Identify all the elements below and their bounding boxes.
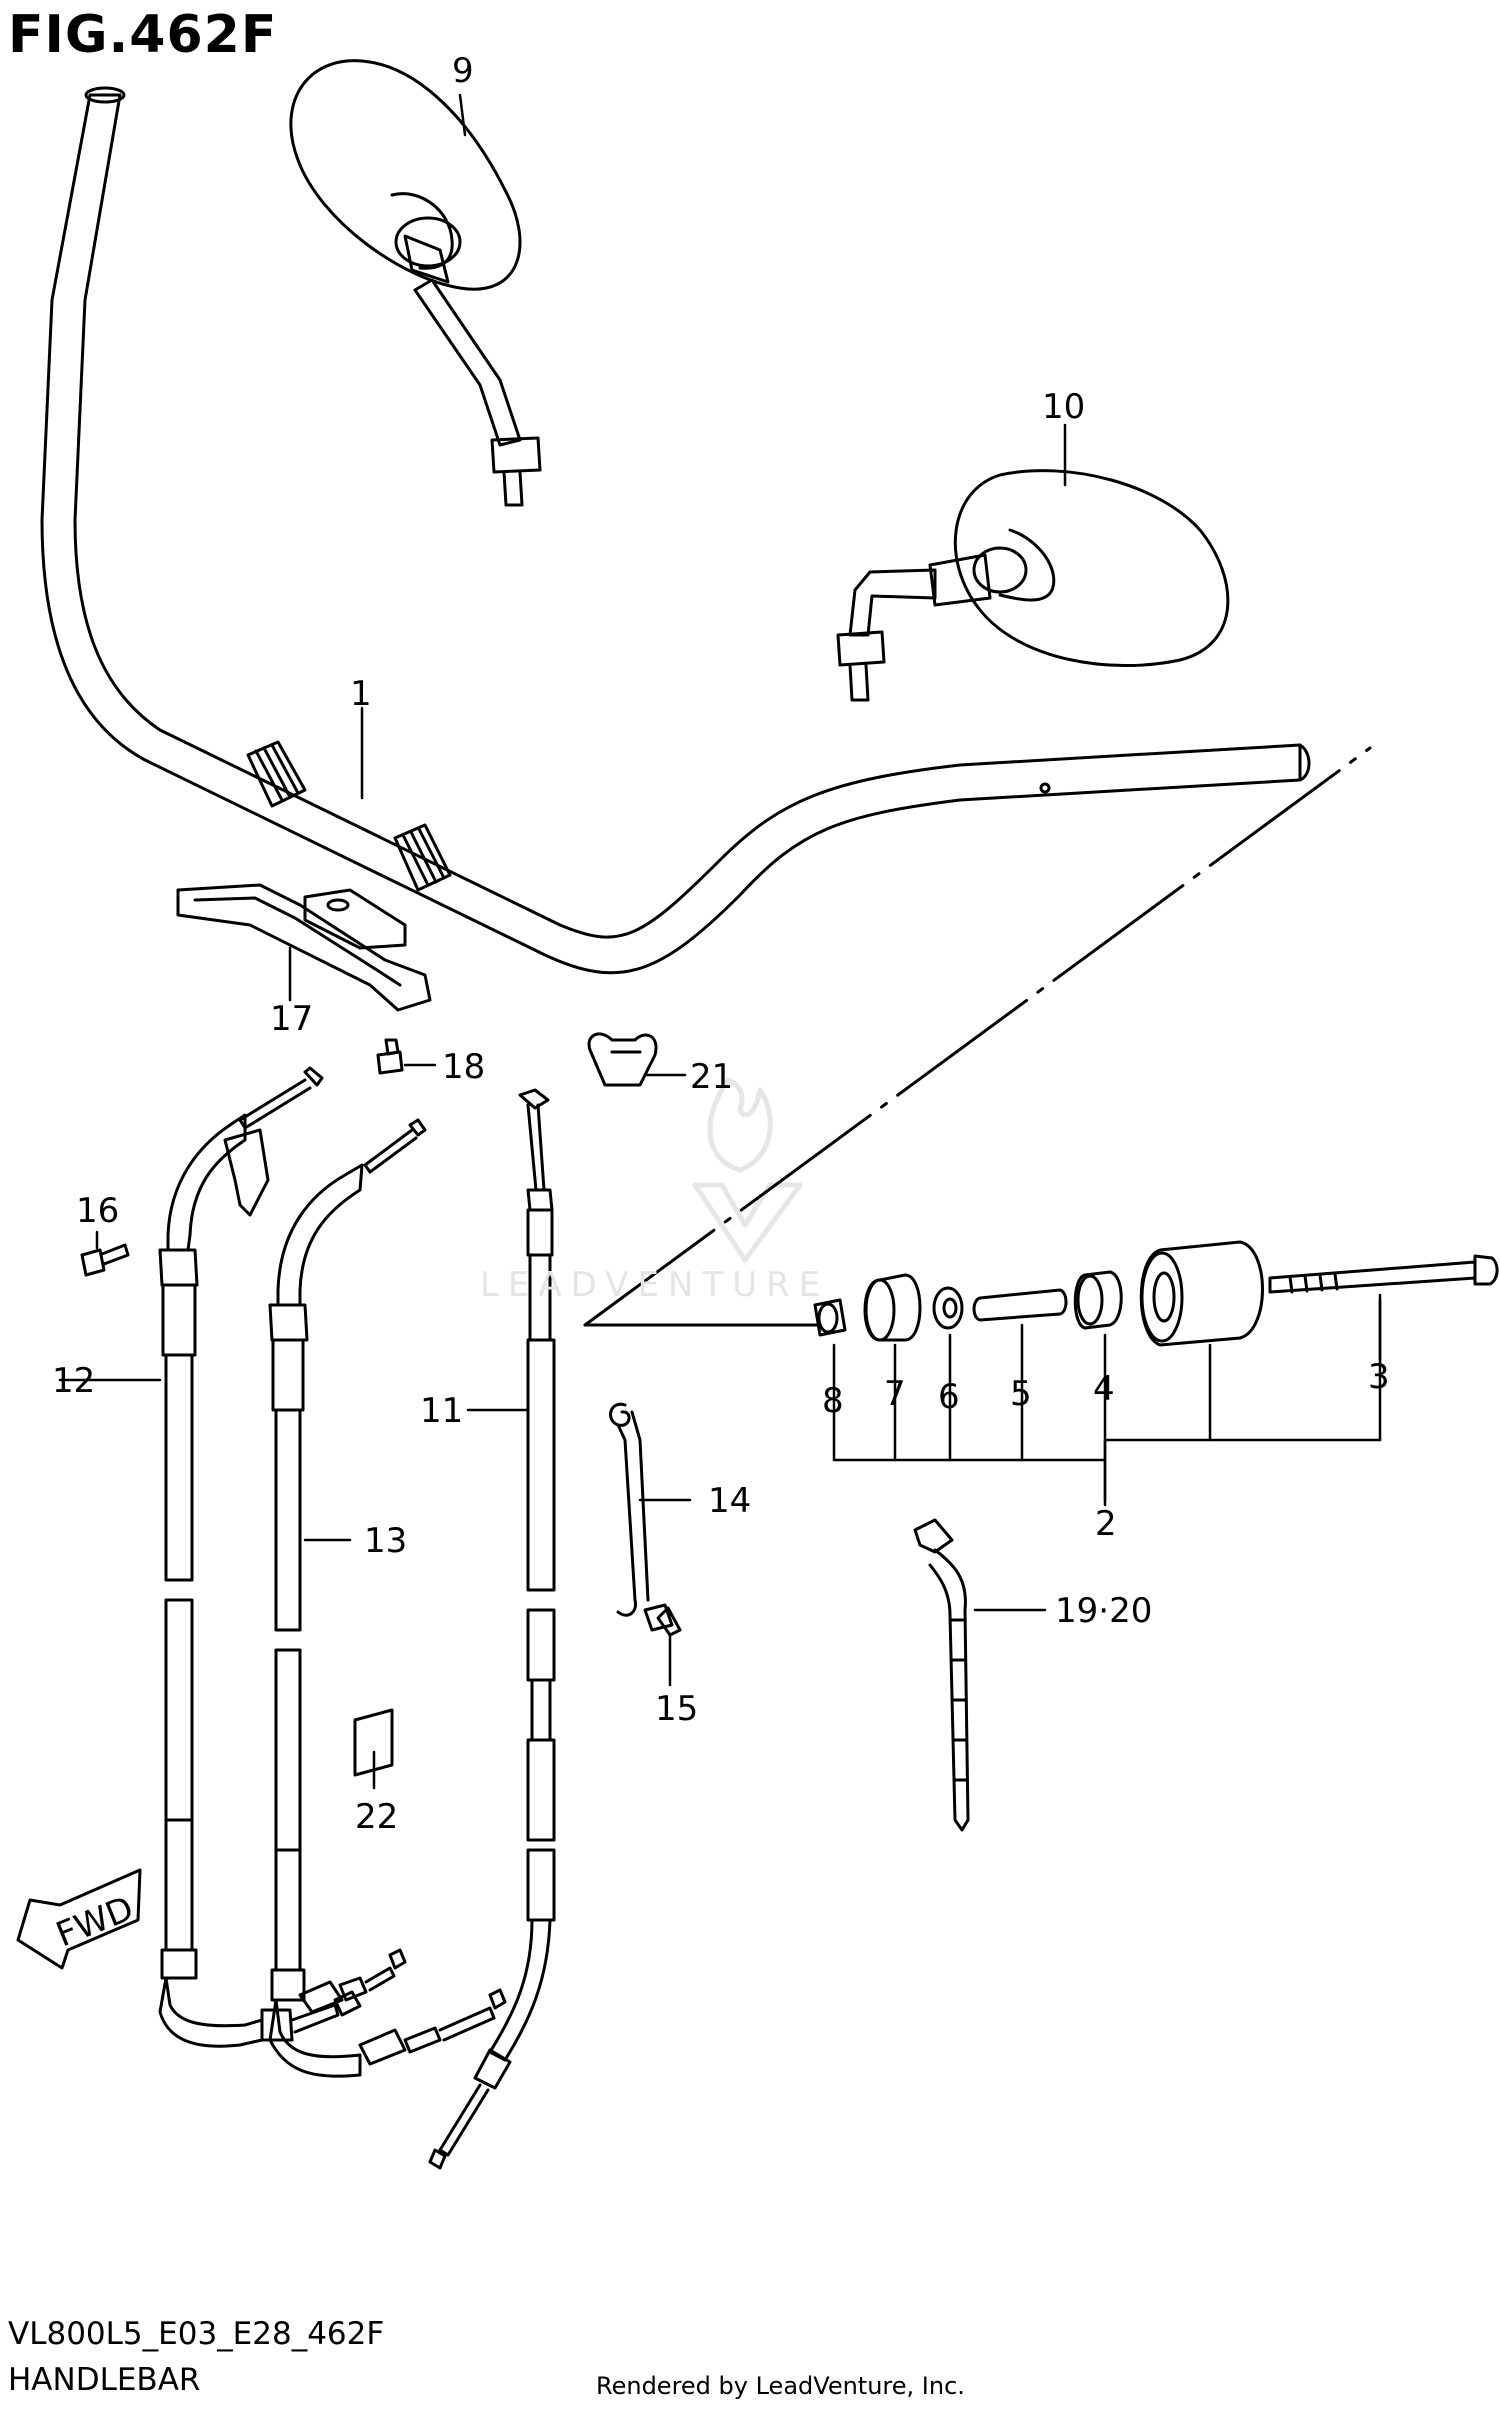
grip-band-right bbox=[393, 823, 452, 892]
callout-15: 15 bbox=[655, 1689, 698, 1729]
cable-guide-17 bbox=[176, 883, 432, 1012]
callout-3: 3 bbox=[1368, 1357, 1390, 1397]
leader-lines bbox=[58, 93, 1382, 1790]
callout-17: 17 bbox=[270, 999, 313, 1039]
collar-7 bbox=[863, 1273, 922, 1342]
callout-14: 14 bbox=[708, 1481, 751, 1521]
callout-1: 1 bbox=[350, 674, 372, 714]
fwd-arrow bbox=[16, 1868, 142, 1970]
handlebar bbox=[40, 86, 1311, 975]
callout-18: 18 bbox=[442, 1047, 485, 1087]
watermark-logo bbox=[692, 1077, 803, 1263]
callout-6: 6 bbox=[938, 1377, 960, 1417]
weight-body bbox=[1139, 1240, 1264, 1347]
clamp-21 bbox=[587, 1032, 658, 1087]
bolt-16 bbox=[80, 1243, 130, 1277]
callout-5: 5 bbox=[1010, 1374, 1032, 1414]
callout-2: 2 bbox=[1095, 1504, 1117, 1544]
callout-9: 9 bbox=[452, 51, 474, 91]
diagram-code: VL800L5_E03_E28_462F bbox=[8, 2316, 385, 2352]
callout-16: 16 bbox=[76, 1191, 119, 1231]
washer-6 bbox=[932, 1286, 964, 1330]
bolt-18 bbox=[376, 1038, 404, 1075]
mirror-right bbox=[836, 469, 1230, 702]
collar-5 bbox=[972, 1288, 1068, 1322]
watermark-text: LEADVENTURE bbox=[480, 1265, 830, 1305]
cable-tie bbox=[913, 1518, 970, 1832]
throttle-cable-13 bbox=[268, 1118, 507, 2078]
callout-21: 21 bbox=[690, 1057, 733, 1097]
grip-band-left bbox=[246, 740, 307, 808]
callout-7: 7 bbox=[884, 1374, 906, 1414]
fwd-label: FWD bbox=[51, 1889, 140, 1956]
render-credit: Rendered by LeadVenture, Inc. bbox=[596, 2372, 965, 2400]
clamp-14 bbox=[609, 1402, 650, 1617]
callout-22: 22 bbox=[355, 1797, 398, 1837]
mirror-left bbox=[289, 59, 542, 507]
callout-8: 8 bbox=[822, 1381, 844, 1421]
diagram-name: HANDLEBAR bbox=[8, 2362, 201, 2398]
label-22 bbox=[353, 1708, 394, 1777]
clutch-cable-11 bbox=[428, 1088, 556, 2170]
figure-title: FIG.462F bbox=[8, 5, 278, 65]
callout-12: 12 bbox=[52, 1361, 95, 1401]
cushion-4 bbox=[1073, 1270, 1123, 1330]
screw-15 bbox=[643, 1603, 682, 1637]
throttle-cable-12 bbox=[158, 1066, 362, 2048]
callout-13: 13 bbox=[364, 1521, 407, 1561]
bolt-3 bbox=[1268, 1254, 1499, 1294]
callout-11: 11 bbox=[420, 1391, 463, 1431]
callout-10: 10 bbox=[1042, 387, 1085, 427]
nut-8 bbox=[813, 1298, 847, 1337]
balancer-assembly bbox=[583, 746, 1499, 1507]
callout-4: 4 bbox=[1093, 1369, 1115, 1409]
callout-19-20: 19·20 bbox=[1055, 1591, 1152, 1631]
